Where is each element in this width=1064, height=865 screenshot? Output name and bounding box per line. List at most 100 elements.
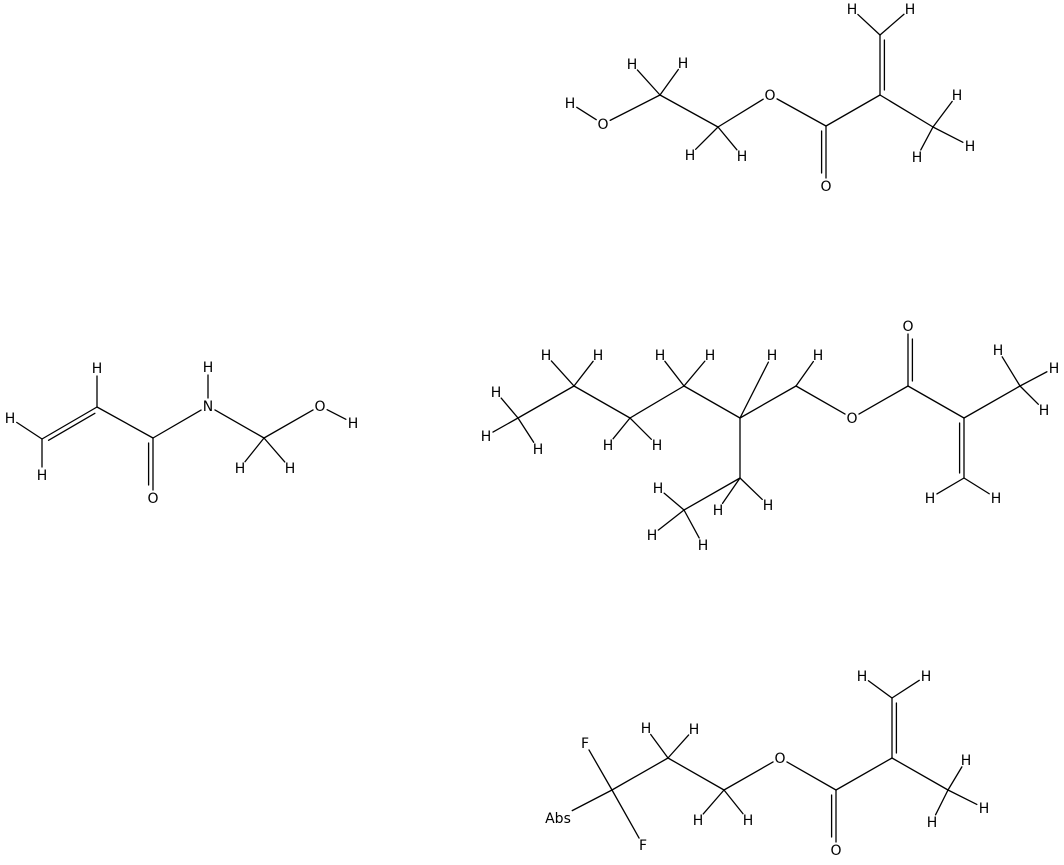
bond-CG-CGa [650, 733, 669, 759]
bond-E4-E4a [664, 360, 685, 387]
bond-E4-E4b [683, 360, 706, 387]
atom-label-h: H [647, 528, 658, 544]
atom-label-h: H [767, 348, 778, 364]
bond-CG-CH [667, 757, 725, 791]
atom-label-h: H [285, 461, 296, 477]
bond-EM-EMb [1019, 371, 1048, 387]
bond-C5-H5b [879, 13, 905, 36]
bond-Cd-Hd2 [263, 437, 286, 463]
atom-label-h: H [693, 813, 704, 829]
bond-C1-H1b [659, 68, 679, 96]
atom-label-h: H [979, 801, 990, 817]
bond-FV-FVb [891, 679, 920, 699]
bond-EM-EMc [1019, 385, 1039, 405]
atom-label-h: H [685, 148, 696, 164]
atom-label-h: H [698, 538, 709, 554]
bond-C6-H6b [920, 126, 934, 151]
atom-label-h: H [1039, 403, 1050, 419]
bond-C6-H6a [932, 100, 953, 128]
bond-Et2-Et2b [657, 509, 685, 531]
atom-label-h: H [533, 442, 544, 458]
bond-Ha1-Ca [16, 421, 43, 440]
bond-C2-H2b [717, 126, 738, 151]
atom-label-h: H [653, 481, 664, 497]
bonds-layer [16, 13, 1048, 843]
bond-FV-FVa [867, 680, 893, 699]
atom-label-h: H [952, 88, 963, 104]
atom-label-h: H [912, 150, 923, 166]
atom-label-o: O [597, 117, 608, 133]
bond-CH-CHb [723, 789, 744, 815]
atom-label-abs: Abs [545, 811, 571, 827]
bond-C6-H6c [932, 126, 964, 143]
atom-label-h: H [481, 429, 492, 445]
bond-EC-EA [907, 385, 965, 419]
bond-Et1-Et1b [739, 477, 763, 501]
atom-label-h: H [961, 753, 972, 769]
bond-Et2-Et2c [683, 509, 700, 539]
bond-E1-E1c [500, 397, 519, 419]
atom-label-h: H [641, 721, 652, 737]
bond-C5-H5a [857, 13, 881, 36]
bond-E5-E6 [739, 385, 797, 419]
molecule-hydroxyethyl-methacrylate [576, 13, 964, 179]
bond-C2-O2 [717, 98, 764, 128]
atom-label-h: H [927, 815, 938, 831]
bond-Cd-Hd1 [244, 437, 265, 463]
bond-Cd-Od [263, 409, 314, 439]
bond-E1-E1a [492, 417, 519, 433]
bond-FM-FMb [934, 789, 949, 816]
bond-CH-CHa [702, 789, 725, 815]
bond-CF-CG [611, 757, 669, 791]
atom-label-h: H [905, 2, 916, 18]
bond-FM-FMa [947, 766, 963, 791]
bond-E3-E4 [629, 385, 685, 419]
atom-label-h: H [847, 2, 858, 18]
bond-Et1-Et2 [683, 477, 741, 511]
atom-label-h: H [813, 348, 824, 364]
atom-label-o: O [846, 411, 857, 427]
bond-E2-E3 [573, 385, 631, 419]
bond-FC-FA [835, 757, 893, 791]
atom-label-o: O [314, 399, 325, 415]
atom-label-f: F [581, 736, 589, 752]
bond-Et1-Et1a [721, 477, 741, 505]
bond-N-Cd [214, 409, 265, 439]
atom-label-h: H [37, 468, 48, 484]
bond-Abs-CF [571, 789, 613, 812]
atom-label-h: H [655, 348, 666, 364]
atom-label-h: H [541, 348, 552, 364]
bond-HO1-O1 [576, 106, 597, 121]
atom-label-h: H [991, 491, 1002, 507]
molecule-2-ethylhexyl-methacrylate [492, 333, 1048, 539]
bond-Et2-Et2a [663, 492, 685, 511]
bond-Ca-Cb [41, 406, 98, 440]
atom-label-o: O [820, 179, 831, 195]
atom-label-o: O [830, 843, 841, 859]
atom-label-h: H [925, 491, 936, 507]
atom-label-h: H [1049, 361, 1060, 377]
atom-label-h: H [678, 56, 689, 72]
bond-E3-E3b [629, 417, 652, 440]
bond-Ca-Cb [47, 412, 96, 441]
bond-E1-E2 [517, 385, 575, 419]
atom-label-h: H [689, 722, 700, 738]
atom-label-n: N [203, 399, 213, 415]
bond-Cb-Cc [96, 406, 154, 439]
atom-label-o: O [764, 88, 775, 104]
bond-FO-FC [786, 761, 837, 791]
bond-Od-HOd [326, 409, 347, 420]
atom-label-h: H [565, 96, 576, 112]
bond-FA-FM [891, 757, 949, 791]
atom-label-h: H [763, 498, 774, 514]
bond-E6-EO [795, 385, 846, 415]
atom-label-h: H [993, 343, 1004, 359]
bond-EM-EMa [1001, 356, 1021, 387]
bond-Cc-N [152, 409, 202, 439]
atom-label-h: H [737, 149, 748, 165]
atom-label-h: H [92, 361, 103, 377]
atom-label-h: H [713, 503, 724, 519]
atom-label-h: H [593, 348, 604, 364]
